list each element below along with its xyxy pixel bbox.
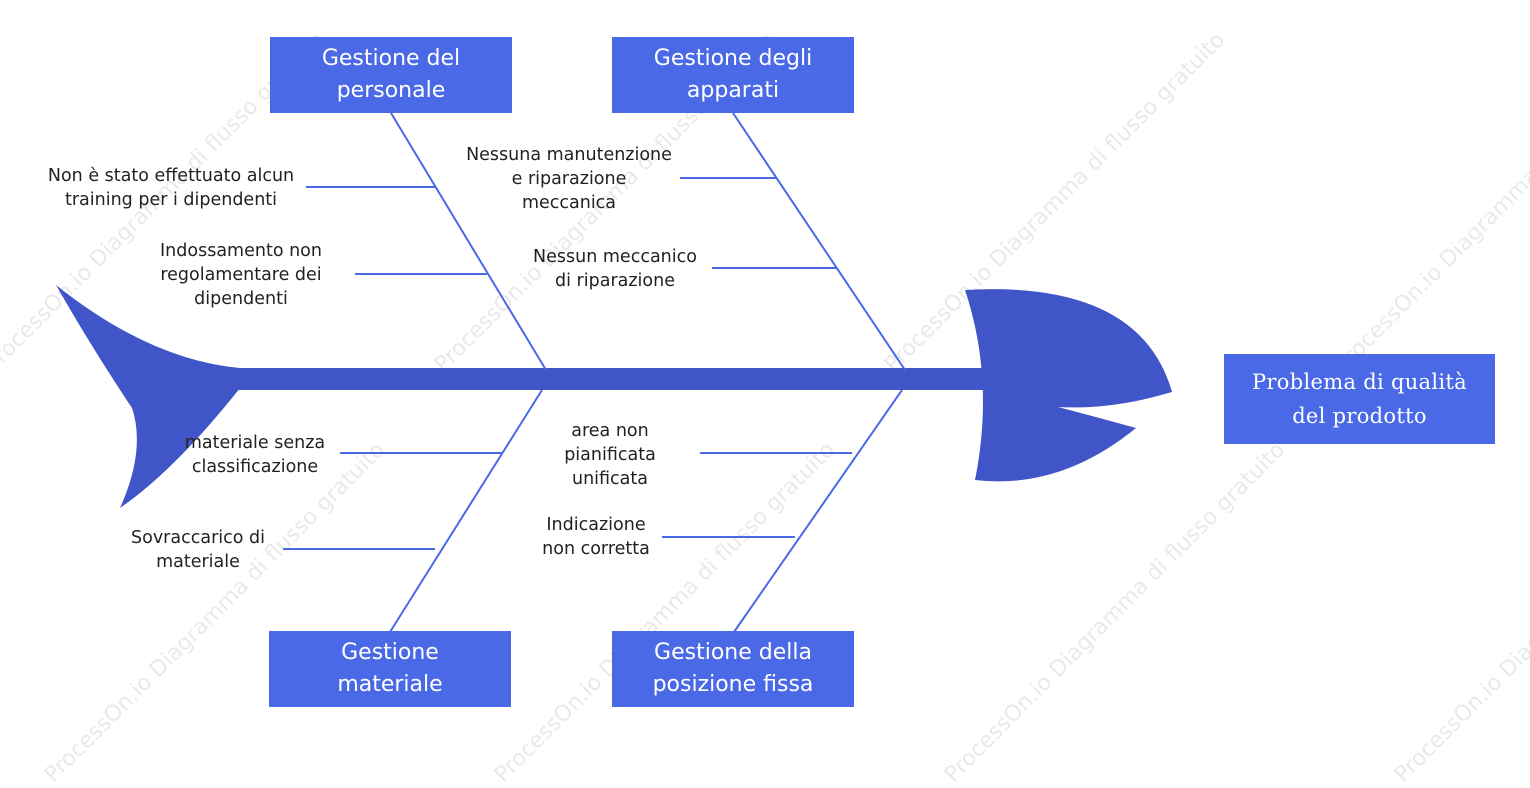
bone-posizione: [733, 389, 903, 633]
cause-label[interactable]: Nessun meccanico di riparazione: [533, 247, 697, 291]
cause-label[interactable]: area non pianificata unificata: [564, 421, 656, 489]
cause-label[interactable]: materiale senza classificazione: [184, 433, 326, 477]
cause-label[interactable]: Sovraccarico di materiale: [131, 528, 265, 572]
fishbone-diagram: ProcessOn.io Diagramma di flusso gratuit…: [0, 28, 1530, 788]
fish-head: [965, 289, 1172, 482]
category-gestione-apparati[interactable]: Gestione degli apparati: [612, 37, 854, 113]
fish-spine: [230, 368, 988, 390]
bone-apparati: [732, 112, 906, 371]
fish-tail: [56, 285, 240, 508]
problem-box[interactable]: Problema di qualità del prodotto: [1224, 354, 1495, 444]
bone-personale: [390, 112, 547, 371]
category-gestione-personale[interactable]: Gestione del personale: [270, 37, 512, 113]
bone-materiale: [389, 389, 543, 633]
cause-label[interactable]: Non è stato effettuato alcun training pe…: [47, 166, 295, 210]
cause-label[interactable]: Nessuna manutenzione e riparazione mecca…: [466, 145, 672, 213]
category-gestione-materiale[interactable]: Gestione materiale: [269, 631, 511, 707]
fishbone-skeleton: [56, 112, 1172, 633]
cause-label[interactable]: Indicazione non corretta: [542, 515, 650, 559]
category-gestione-posizione-fissa[interactable]: Gestione della posizione fissa: [612, 631, 854, 707]
cause-label[interactable]: Indossamento non regolamentare dei dipen…: [160, 241, 322, 309]
